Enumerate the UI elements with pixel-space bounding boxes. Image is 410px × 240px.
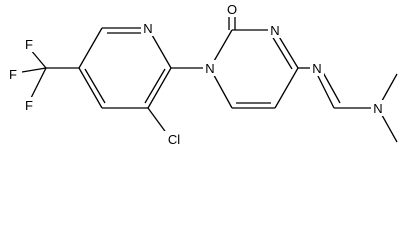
bond-cf3-f-left: [21, 67, 47, 73]
bond-py-c4-c5: [78, 67, 103, 109]
bond-py-c2-c3: [147, 67, 172, 109]
atom-f-bottom-label: F: [25, 98, 33, 113]
bond-py-c2-c3-inner: [144, 68, 166, 104]
bond-py-c4-c5-inner: [84, 68, 106, 104]
bond-n3-c4-inner: [271, 35, 293, 70]
bond-cf3-f-bottom: [29, 67, 47, 101]
atom-labels: N Cl F F F N O N: [7, 1, 385, 147]
atom-n-dimethyl: N: [371, 100, 385, 116]
atom-n-pyridine-label: N: [143, 21, 152, 36]
atom-n1-pyrimidinone-label: N: [205, 61, 214, 76]
atom-f-top: F: [23, 36, 36, 52]
atom-cl: Cl: [164, 131, 184, 147]
bond-py-c5-c6: [78, 27, 103, 69]
atom-n-dimethyl-label: N: [373, 101, 382, 116]
atom-o-carbonyl-label: O: [227, 2, 237, 17]
atom-n3-pyrimidinone: N: [268, 22, 282, 38]
atom-cl-label: Cl: [168, 132, 180, 147]
atom-n1-pyrimidinone: N: [203, 60, 217, 76]
atom-f-bottom: F: [23, 97, 36, 113]
molecule-structure: N Cl F F F N O N: [7, 1, 398, 147]
bonds: [21, 12, 398, 143]
atom-f-left-label: F: [9, 67, 17, 82]
atom-o-carbonyl: O: [225, 1, 239, 17]
bond-c4-c5: [274, 67, 299, 109]
bond-cf3-f-top: [29, 48, 47, 69]
atom-n-imine-label: N: [312, 61, 321, 76]
atom-n3-pyrimidinone-label: N: [270, 23, 279, 38]
atom-f-left: F: [7, 66, 20, 82]
atom-n-pyridine: N: [141, 20, 155, 36]
atom-n-imine: N: [310, 60, 324, 76]
atom-f-top-label: F: [25, 37, 33, 52]
